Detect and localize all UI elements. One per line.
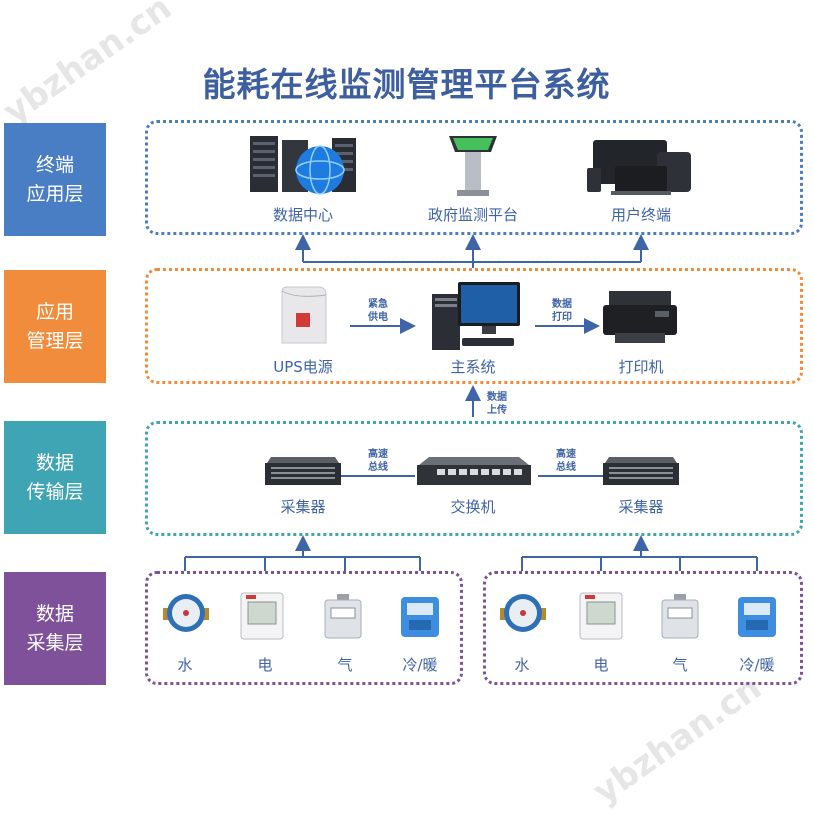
printer-icon	[603, 291, 677, 343]
network-switch-icon	[417, 457, 531, 485]
server-rack-icon	[250, 136, 356, 195]
electric-meter-icon	[240, 592, 284, 640]
label-collector-left: 采集器	[280, 498, 326, 516]
label-electric-left: 电	[257, 656, 273, 674]
layer-label-collection: 数据 采集层	[4, 572, 106, 685]
tag-high-speed-bus-left: 高速 总线	[368, 449, 388, 473]
terminal-layer-box	[145, 120, 803, 235]
label-data-center: 数据中心	[272, 206, 334, 224]
ups-icon	[281, 286, 327, 344]
water-meter-icon	[500, 594, 546, 632]
gas-meter-icon	[661, 594, 699, 639]
tag-data-upload: 数据 上传	[487, 392, 507, 416]
label-electric-right: 电	[593, 656, 609, 674]
water-meter-icon	[163, 594, 209, 632]
collection-right-box	[483, 571, 803, 685]
user-devices-icon	[587, 140, 691, 195]
application-layer-box	[145, 268, 803, 384]
label-collector-right: 采集器	[618, 498, 664, 516]
label-printer: 打印机	[618, 358, 664, 376]
kiosk-icon	[449, 136, 497, 196]
heat-meter-icon	[738, 597, 776, 637]
tag-high-speed-bus-right: 高速 总线	[556, 449, 576, 473]
transport-layer-box	[145, 421, 803, 536]
label-gov-platform: 政府监测平台	[427, 206, 519, 224]
gas-meter-icon	[324, 594, 362, 639]
layer-label-terminal: 终端 应用层	[4, 123, 106, 236]
label-ups: UPS电源	[273, 358, 333, 376]
tag-emergency-power: 紧急 供电	[368, 299, 388, 323]
label-gas-right: 气	[672, 656, 688, 674]
label-main-system: 主系统	[450, 358, 496, 376]
layer-label-transport: 数据 传输层	[4, 421, 106, 534]
label-user-terminal: 用户终端	[610, 206, 672, 224]
collection-left-box	[145, 571, 463, 685]
label-water-right: 水	[514, 656, 530, 674]
label-cooling-left: 冷/暖	[402, 656, 438, 674]
electric-meter-icon	[579, 592, 623, 640]
computer-icon	[432, 282, 520, 350]
collector-right-icon	[603, 457, 679, 485]
label-water-left: 水	[177, 656, 193, 674]
layer-label-application: 应用 管理层	[4, 270, 106, 383]
label-switch: 交换机	[450, 498, 496, 516]
tag-data-print: 数据 打印	[552, 299, 572, 323]
label-gas-left: 气	[337, 656, 353, 674]
heat-meter-icon	[401, 597, 439, 637]
collector-left-icon	[265, 457, 341, 485]
label-cooling-right: 冷/暖	[739, 656, 775, 674]
page-title: 能耗在线监测管理平台系统	[202, 65, 611, 104]
